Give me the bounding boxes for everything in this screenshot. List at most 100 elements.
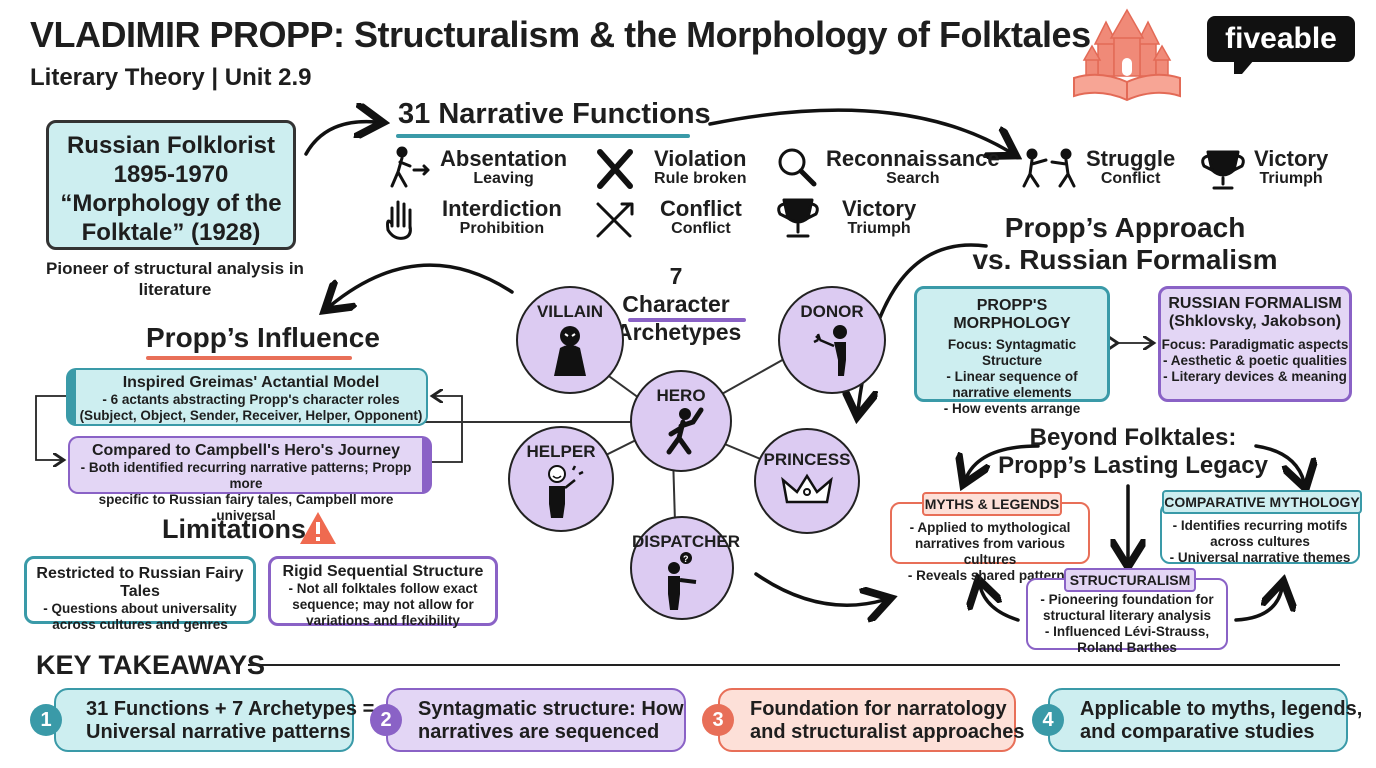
function-item: Absentation Leaving <box>440 146 567 188</box>
takeaway-text: 31 Functions + 7 Archetypes = Universal … <box>86 698 374 744</box>
struct-line: Roland Barthes <box>1077 640 1177 655</box>
takeaway-text: Syntagmatic structure: How narratives ar… <box>418 698 684 744</box>
function-name: Reconnaissance <box>826 146 1000 171</box>
function-desc: Conflict <box>1100 170 1161 187</box>
legacy-title-line: Propp’s Lasting Legacy <box>998 452 1268 479</box>
greimas-text: (Subject, Object, Sender, Receiver, Help… <box>79 408 423 423</box>
campbell-box: Compared to Campbell's Hero's Journey - … <box>68 436 432 523</box>
helper-node: HELPER <box>508 426 614 532</box>
propp-morphology-line: narrative elements <box>952 385 1072 400</box>
helper-label: HELPER <box>526 442 596 461</box>
function-desc: Rule broken <box>654 170 747 187</box>
comp-line: across cultures <box>1210 534 1310 549</box>
function-item: Victory Triumph <box>842 196 916 238</box>
takeaway-card: Foundation for narratology and structura… <box>718 688 1025 752</box>
myths-legends-tag: MYTHS & LEGENDS <box>922 492 1062 516</box>
function-desc: Search <box>886 170 940 187</box>
function-desc: Conflict <box>671 220 731 237</box>
takeaway-line: Universal narrative patterns <box>86 721 351 743</box>
influence-title: Propp’s Influence <box>146 322 380 353</box>
russian-formalism-box: RUSSIAN FORMALISM (Shklovsky, Jakobson) … <box>1158 286 1352 402</box>
limitation-russian-box: Restricted to Russian Fairy Tales - Ques… <box>24 556 256 632</box>
castle-book-icon <box>1073 8 1181 102</box>
takeaway-card: 31 Functions + 7 Archetypes = Universal … <box>54 688 374 752</box>
takeaway-line: and structuralist approaches <box>750 721 1025 743</box>
limitation-text: across cultures and genres <box>52 617 228 632</box>
campbell-text: specific to Russian fairy tales, Campbel… <box>98 492 394 523</box>
bio-line: Russian Folklorist <box>66 132 276 159</box>
campbell-title: Compared to Campbell's Hero's Journey <box>91 442 401 459</box>
dispatcher-label: DISPATCHER <box>632 532 740 551</box>
function-desc: Triumph <box>847 220 911 237</box>
function-item: Conflict Conflict <box>660 196 742 238</box>
takeaway-line: and comparative studies <box>1080 721 1315 743</box>
princess-label: PRINCESS <box>763 450 851 469</box>
princess-node: PRINCESS <box>754 428 860 534</box>
limitation-text: variations and flexibility <box>306 613 460 628</box>
takeaway-text: Applicable to myths, legends, and compar… <box>1080 698 1362 744</box>
legacy-title: Beyond Folktales: Propp’s Lasting Legacy <box>988 424 1278 480</box>
struct-line: - Influenced Lévi-Strauss, <box>1044 624 1210 639</box>
propp-morphology-line: Focus: Syntagmatic Structure <box>947 337 1077 368</box>
takeaways-divider <box>248 664 1340 666</box>
function-desc: Leaving <box>473 170 534 187</box>
greimas-text: - 6 actants abstracting Propp's characte… <box>102 392 400 407</box>
propp-morphology-line: - How events arrange <box>943 401 1081 416</box>
function-name: Violation <box>654 146 747 171</box>
takeaway-card: Applicable to myths, legends, and compar… <box>1048 688 1362 752</box>
bio-box: Russian Folklorist 1895-1970 “Morphology… <box>46 120 296 250</box>
comparative-mythology-tag: COMPARATIVE MYTHOLOGY <box>1162 490 1362 514</box>
hero-label: HERO <box>656 386 706 405</box>
page-title: VLADIMIR PROPP: Structuralism & the Morp… <box>30 14 1091 55</box>
helper-icon <box>548 465 584 518</box>
warning-icon <box>300 512 336 544</box>
donor-icon <box>813 325 847 376</box>
propp-morphology-box: PROPP'S MORPHOLOGY Focus: Syntagmatic St… <box>914 286 1110 416</box>
approach-title: Propp’s Approach vs. Russian Formalism <box>966 212 1284 276</box>
function-name: Victory <box>842 196 917 221</box>
takeaway-line: narratives are sequenced <box>418 721 660 743</box>
takeaway-card: Syntagmatic structure: How narratives ar… <box>386 688 686 752</box>
campbell-text: - Both identified recurring narrative pa… <box>80 460 412 491</box>
propp-morphology-title: PROPP'S MORPHOLOGY <box>953 297 1071 332</box>
crown-icon <box>781 473 833 504</box>
struct-line: structural literary analysis <box>1042 608 1212 623</box>
limitation-sequence-box: Rigid Sequential Structure - Not all fol… <box>268 556 498 628</box>
formalism-title: RUSSIAN FORMALISM <box>1168 295 1342 312</box>
villain-label: VILLAIN <box>536 302 604 321</box>
formalism-line: - Aesthetic & poetic qualities <box>1162 353 1348 368</box>
takeaway-number: 3 <box>702 704 734 736</box>
function-name: Interdiction <box>442 196 562 221</box>
bio-note: Pioneer of structural analysis in litera… <box>46 259 304 299</box>
takeaway-line: Foundation for narratology <box>750 698 1007 720</box>
takeaway-number: 2 <box>370 704 402 736</box>
struct-line: - Pioneering foundation for <box>1040 592 1214 607</box>
legacy-title-line: Beyond Folktales: <box>1029 424 1237 451</box>
limitations-title: Limitations <box>162 514 307 544</box>
bio-line: 1895-1970 <box>113 161 229 188</box>
function-item: Violation Rule broken <box>654 146 747 188</box>
function-name: Conflict <box>660 196 742 221</box>
approach-title-line: vs. Russian Formalism <box>972 244 1278 275</box>
approach-title-line: Propp’s Approach <box>1004 212 1246 243</box>
dispatcher-node: DISPATCHER ? <box>630 516 740 620</box>
formalism-line: Focus: Paradigmatic aspects <box>1161 337 1349 352</box>
takeaway-number: 1 <box>30 704 62 736</box>
function-name: Victory <box>1254 146 1329 171</box>
donor-label: DONOR <box>800 302 864 321</box>
function-name: Absentation <box>440 146 568 171</box>
comp-line: - Identifies recurring motifs <box>1172 518 1348 533</box>
function-item: Struggle Conflict <box>1086 146 1175 188</box>
limitation-text: - Not all folktales follow exact <box>288 581 478 596</box>
dispatcher-icon: ? <box>668 552 697 610</box>
takeaway-text: Foundation for narratology and structura… <box>750 698 1025 744</box>
logo-speech-tail <box>1234 60 1254 74</box>
formalism-title: (Shklovsky, Jakobson) <box>1168 313 1342 330</box>
takeaway-line: 31 Functions + 7 Archetypes = <box>86 698 375 720</box>
takeaway-line: Applicable to myths, legends, <box>1080 698 1363 720</box>
function-item: Interdiction Prohibition <box>442 196 562 238</box>
limitation-title: Restricted to Russian Fairy Tales <box>36 565 244 600</box>
bio-line: “Morphology of the <box>60 190 282 217</box>
archetypes-title-line: 7 Character <box>622 263 730 317</box>
